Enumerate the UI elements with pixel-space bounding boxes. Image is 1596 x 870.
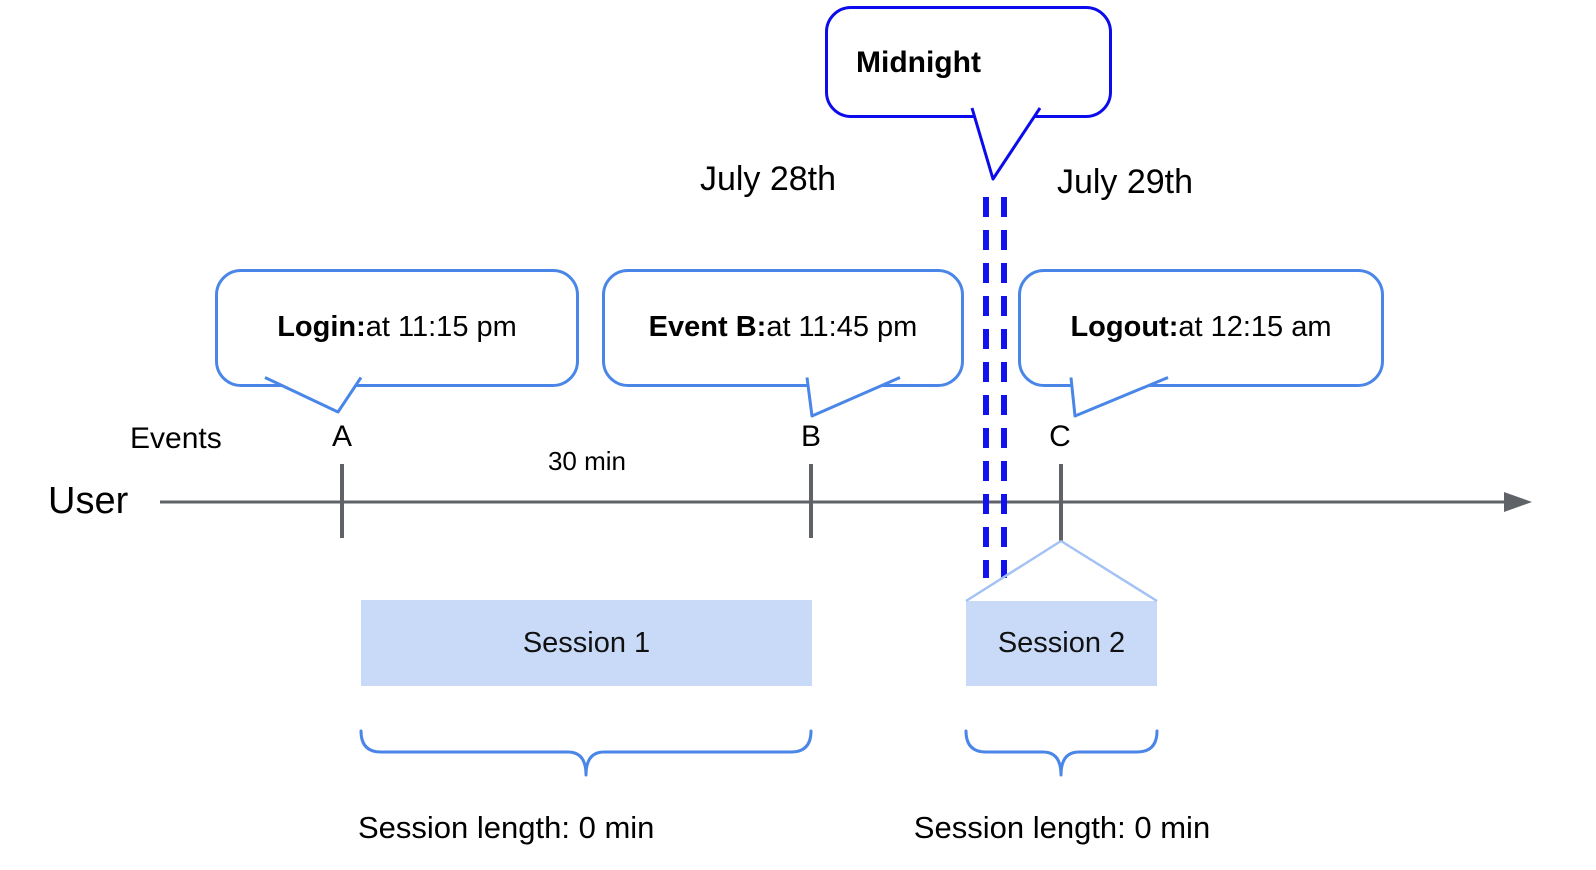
session-2-label: Session 2 <box>997 627 1126 659</box>
timeline-arrowhead-icon <box>1504 492 1532 512</box>
date-label-july-29: July 29th <box>1056 163 1194 201</box>
event-b-callout: Event B: at 11:45 pm <box>602 269 964 387</box>
date-label-july-28: July 28th <box>699 160 837 198</box>
session-2-connector-right <box>1060 539 1158 603</box>
user-axis-label: User <box>48 480 129 522</box>
midnight-callout: Midnight <box>825 6 1112 118</box>
logout-callout: Logout: at 12:15 am <box>1018 269 1384 387</box>
login-callout-title: Login: <box>277 311 366 344</box>
event-marker-b: B <box>800 420 822 453</box>
event-b-callout-detail: at 11:45 pm <box>766 311 918 344</box>
logout-callout-title: Logout: <box>1070 311 1179 344</box>
session-2-brace <box>964 729 1159 777</box>
login-callout-detail: at 11:15 pm <box>365 311 517 344</box>
logout-callout-detail: at 12:15 am <box>1178 311 1332 344</box>
event-marker-a: A <box>331 420 353 453</box>
events-axis-label: Events <box>130 422 222 455</box>
midnight-callout-tail <box>970 107 1042 181</box>
session-1-bar: Session 1 <box>361 600 812 686</box>
session-1-brace <box>359 729 813 777</box>
session-1-length-label: Session length: 0 min <box>358 810 655 845</box>
session-2-bar: Session 2 <box>966 601 1157 686</box>
interval-label: 30 min <box>547 446 627 476</box>
midnight-callout-label: Midnight <box>856 45 981 79</box>
event-marker-c: C <box>1049 420 1071 453</box>
session-1-label: Session 1 <box>522 626 651 659</box>
session-2-length-label: Session length: 0 min <box>913 810 1211 845</box>
session-2-connector-left <box>965 539 1062 603</box>
login-callout: Login: at 11:15 pm <box>215 269 579 387</box>
event-b-callout-title: Event B: <box>648 311 767 344</box>
